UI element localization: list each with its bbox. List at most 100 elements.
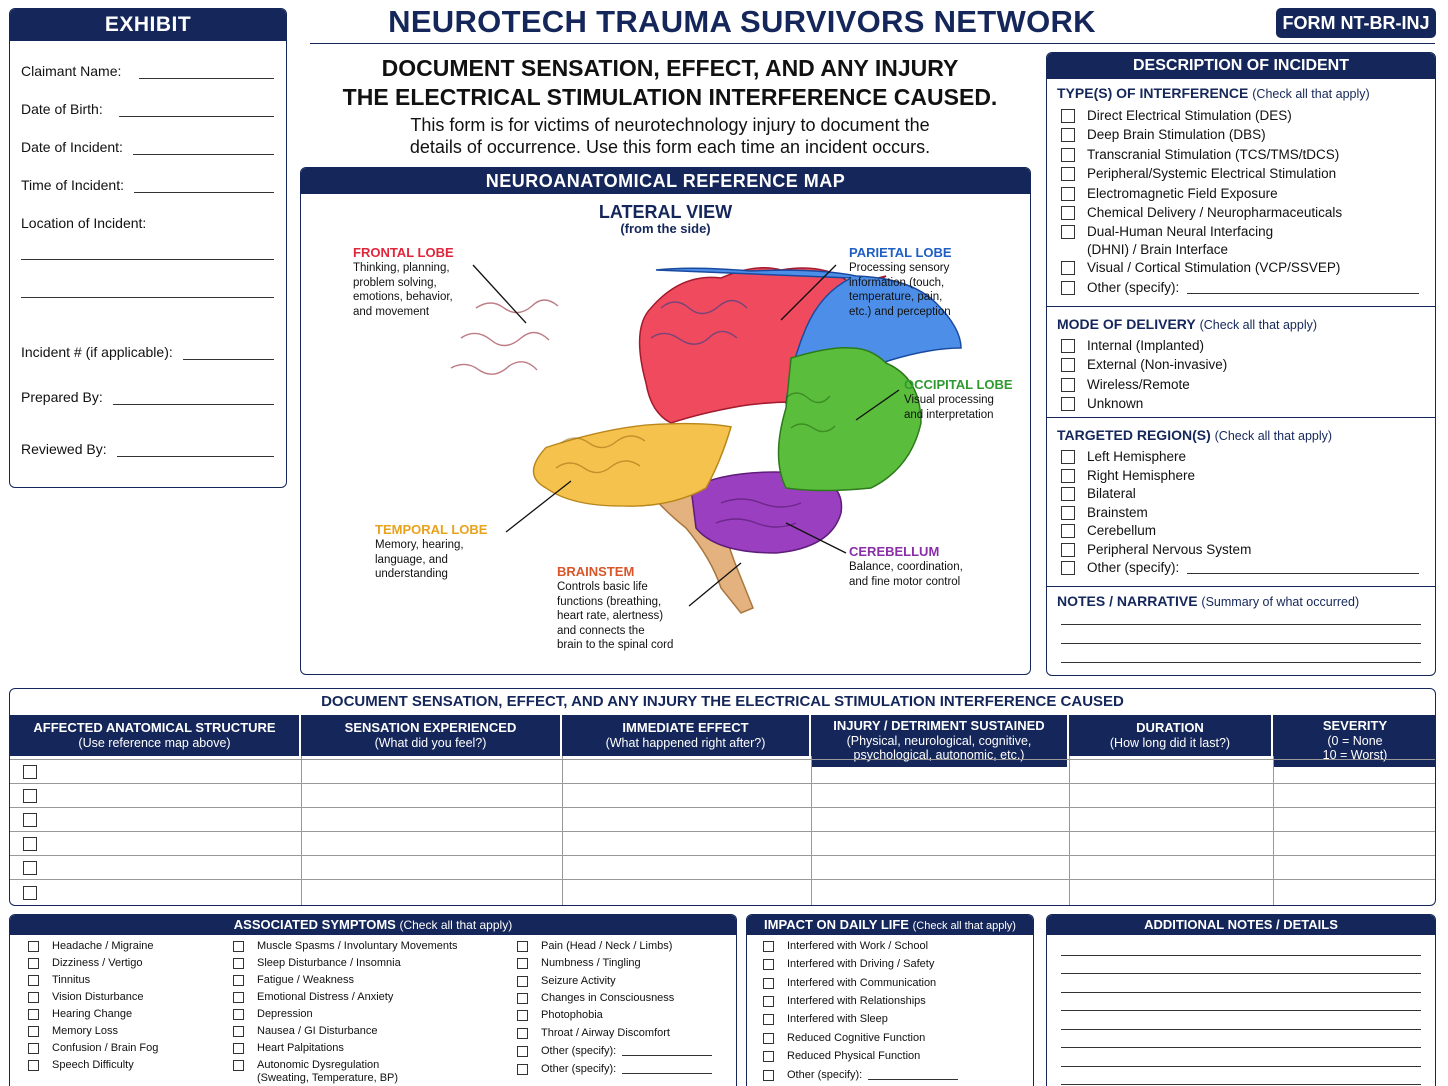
impact-item[interactable]: Interfered with Communication: [763, 977, 936, 990]
checkbox[interactable]: [763, 941, 774, 952]
checkbox[interactable]: [763, 959, 774, 970]
notes-line[interactable]: [1061, 643, 1421, 644]
claimant-name-field[interactable]: Claimant Name:: [21, 63, 274, 79]
checkbox[interactable]: [763, 1051, 774, 1062]
notes-line[interactable]: [1061, 1029, 1421, 1030]
symptom-item[interactable]: Memory Loss: [28, 1025, 118, 1038]
specify-line[interactable]: [1187, 282, 1420, 294]
checkbox[interactable]: [1061, 205, 1075, 220]
checkbox[interactable]: [28, 1043, 39, 1054]
impact-item[interactable]: Interfered with Driving / Safety: [763, 958, 934, 971]
checkbox[interactable]: [517, 941, 528, 952]
checkbox[interactable]: [233, 1060, 244, 1071]
checkbox[interactable]: [28, 941, 39, 952]
checkbox[interactable]: [1061, 147, 1075, 162]
checkbox[interactable]: [1061, 560, 1075, 575]
impact-item[interactable]: Interfered with Work / School: [763, 940, 928, 953]
notes-line[interactable]: [1061, 1047, 1421, 1048]
date-of-birth-field[interactable]: Date of Birth:: [21, 101, 274, 117]
checkbox-item[interactable]: Other (specify):: [1061, 280, 1420, 295]
symptom-item[interactable]: Nausea / GI Disturbance: [233, 1025, 377, 1038]
symptom-item[interactable]: Vision Disturbance: [28, 991, 144, 1004]
checkbox-item[interactable]: Other (specify):: [1061, 560, 1420, 575]
impact-item[interactable]: Reduced Cognitive Function: [763, 1032, 925, 1045]
location-line[interactable]: [21, 259, 274, 260]
checkbox[interactable]: [1061, 224, 1075, 239]
checkbox[interactable]: [1061, 280, 1075, 295]
symptom-item[interactable]: Autonomic Dysregulation(Sweating, Temper…: [233, 1059, 398, 1085]
checkbox[interactable]: [1061, 377, 1075, 392]
checkbox[interactable]: [1061, 523, 1075, 538]
symptom-item[interactable]: Tinnitus: [28, 974, 90, 987]
checkbox[interactable]: [28, 1009, 39, 1020]
checkbox-item[interactable]: Dual-Human Neural Interfacing: [1061, 224, 1273, 239]
notes-line[interactable]: [1061, 973, 1421, 974]
notes-line[interactable]: [1061, 662, 1421, 663]
checkbox[interactable]: [233, 992, 244, 1003]
checkbox-item[interactable]: Brainstem: [1061, 505, 1148, 520]
table-row[interactable]: [10, 807, 1435, 831]
symptom-item[interactable]: Sleep Disturbance / Insomnia: [233, 957, 401, 970]
notes-line[interactable]: [1061, 955, 1421, 956]
symptom-item[interactable]: Heart Palpitations: [233, 1042, 344, 1055]
checkbox[interactable]: [1061, 468, 1075, 483]
checkbox-item[interactable]: Left Hemisphere: [1061, 449, 1186, 464]
checkbox[interactable]: [763, 978, 774, 989]
checkbox[interactable]: [1061, 186, 1075, 201]
date-of-incident-field[interactable]: Date of Incident:: [21, 139, 274, 155]
checkbox[interactable]: [1061, 260, 1075, 275]
checkbox[interactable]: [1061, 108, 1075, 123]
checkbox[interactable]: [517, 993, 528, 1004]
table-row[interactable]: [10, 783, 1435, 807]
checkbox[interactable]: [763, 1070, 774, 1081]
symptom-item[interactable]: Other (specify):: [517, 1063, 713, 1076]
checkbox[interactable]: [28, 1060, 39, 1071]
table-row[interactable]: [10, 831, 1435, 855]
symptom-item[interactable]: Changes in Consciousness: [517, 992, 674, 1005]
symptom-item[interactable]: Numbness / Tingling: [517, 957, 641, 970]
checkbox[interactable]: [1061, 338, 1075, 353]
notes-line[interactable]: [1061, 624, 1421, 625]
checkbox-item[interactable]: Peripheral/Systemic Electrical Stimulati…: [1061, 166, 1336, 181]
checkbox-item[interactable]: Right Hemisphere: [1061, 468, 1195, 483]
checkbox-item[interactable]: Internal (Implanted): [1061, 338, 1204, 353]
table-row[interactable]: [10, 879, 1435, 905]
symptom-item[interactable]: Seizure Activity: [517, 975, 616, 988]
checkbox[interactable]: [233, 1026, 244, 1037]
checkbox[interactable]: [233, 1009, 244, 1020]
checkbox[interactable]: [1061, 396, 1075, 411]
checkbox[interactable]: [517, 1064, 528, 1075]
checkbox[interactable]: [763, 1014, 774, 1025]
checkbox[interactable]: [1061, 505, 1075, 520]
checkbox[interactable]: [763, 1033, 774, 1044]
checkbox[interactable]: [233, 1043, 244, 1054]
symptom-item[interactable]: Fatigue / Weakness: [233, 974, 354, 987]
checkbox[interactable]: [28, 1026, 39, 1037]
symptom-item[interactable]: Emotional Distress / Anxiety: [233, 991, 393, 1004]
checkbox-item[interactable]: Deep Brain Stimulation (DBS): [1061, 127, 1266, 142]
checkbox-item[interactable]: Peripheral Nervous System: [1061, 542, 1251, 557]
row-checkbox[interactable]: [23, 861, 37, 875]
checkbox[interactable]: [233, 958, 244, 969]
symptom-item[interactable]: Photophobia: [517, 1009, 603, 1022]
checkbox[interactable]: [233, 941, 244, 952]
checkbox[interactable]: [517, 958, 528, 969]
symptom-item[interactable]: Muscle Spasms / Involuntary Movements: [233, 940, 458, 953]
symptom-item[interactable]: Speech Difficulty: [28, 1059, 134, 1072]
checkbox[interactable]: [517, 1028, 528, 1039]
row-checkbox[interactable]: [23, 765, 37, 779]
checkbox[interactable]: [28, 992, 39, 1003]
impact-item[interactable]: Interfered with Sleep: [763, 1013, 888, 1026]
reviewed-by-field[interactable]: Reviewed By:: [21, 441, 274, 457]
time-of-incident-field[interactable]: Time of Incident:: [21, 177, 274, 193]
notes-line[interactable]: [1061, 1066, 1421, 1067]
checkbox-item[interactable]: Chemical Delivery / Neuropharmaceuticals: [1061, 205, 1342, 220]
checkbox[interactable]: [517, 1046, 528, 1057]
table-row[interactable]: [10, 855, 1435, 879]
checkbox[interactable]: [517, 976, 528, 987]
symptom-item[interactable]: Hearing Change: [28, 1008, 132, 1021]
checkbox-item[interactable]: Transcranial Stimulation (TCS/TMS/tDCS): [1061, 147, 1339, 162]
checkbox-item[interactable]: Bilateral: [1061, 486, 1136, 501]
symptom-item[interactable]: Confusion / Brain Fog: [28, 1042, 158, 1055]
location-of-incident-field[interactable]: Location of Incident:: [21, 215, 274, 231]
